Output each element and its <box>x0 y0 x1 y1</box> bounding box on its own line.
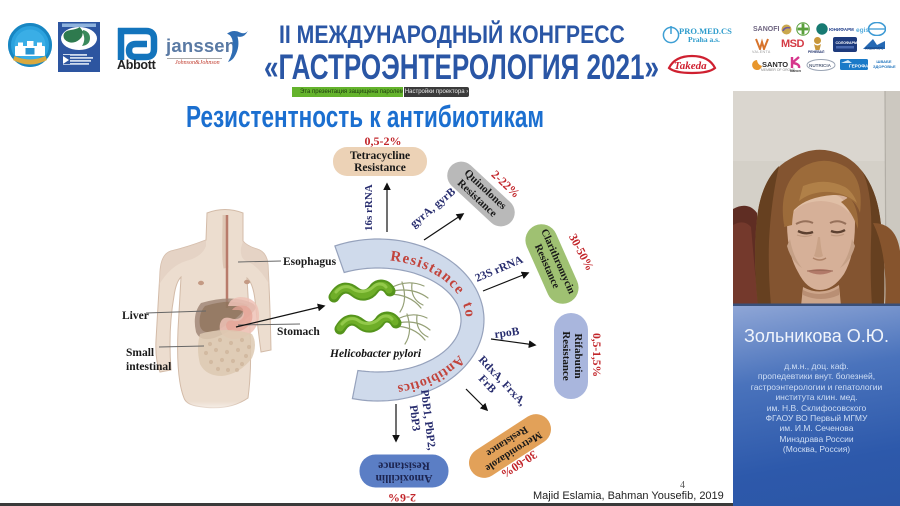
svg-text:Amoxicillin: Amoxicillin <box>375 472 432 484</box>
svg-text:Takeda: Takeda <box>674 60 707 72</box>
svg-text:0,5-1,5%: 0,5-1,5% <box>590 333 602 377</box>
svg-text:egis: egis <box>856 27 869 34</box>
svg-text:Rifabutin: Rifabutin <box>572 333 584 378</box>
svg-text:Stomach: Stomach <box>277 326 320 338</box>
svg-text:NUTRICIA: NUTRICIA <box>809 63 832 68</box>
svg-text:Small: Small <box>126 347 154 359</box>
svg-text:Helicobacter pylori: Helicobacter pylori <box>329 348 422 360</box>
svg-text:23S rRNA: 23S rRNA <box>473 254 525 285</box>
svg-text:Liver: Liver <box>122 310 149 322</box>
svg-text:АКВАРИУС: АКВАРИУС <box>865 47 884 51</box>
svg-text:2-6%: 2-6% <box>388 491 416 505</box>
svg-text:СОЛОФАРМ: СОЛОФАРМ <box>836 41 857 45</box>
svg-text:intestinal: intestinal <box>126 361 171 373</box>
svg-text:rpoB: rpoB <box>494 326 521 341</box>
svg-text:gyrA, gyrB: gyrA, gyrB <box>408 186 458 231</box>
svg-text:0,5-2%: 0,5-2% <box>365 134 402 148</box>
svg-text:PbP3: PbP3 <box>407 404 422 432</box>
svg-text:Resistance: Resistance <box>378 460 430 472</box>
svg-text:Esophagus: Esophagus <box>283 256 337 268</box>
svg-text:16s rRNA: 16s rRNA <box>363 184 375 231</box>
svg-text:Abbott: Abbott <box>117 58 157 70</box>
svg-text:ГЕРОФАРМ: ГЕРОФАРМ <box>849 64 868 69</box>
svg-text:Resistance: Resistance <box>354 162 406 174</box>
svg-text:Resistance: Resistance <box>560 331 572 381</box>
svg-text:Tetracycline: Tetracycline <box>350 150 410 162</box>
